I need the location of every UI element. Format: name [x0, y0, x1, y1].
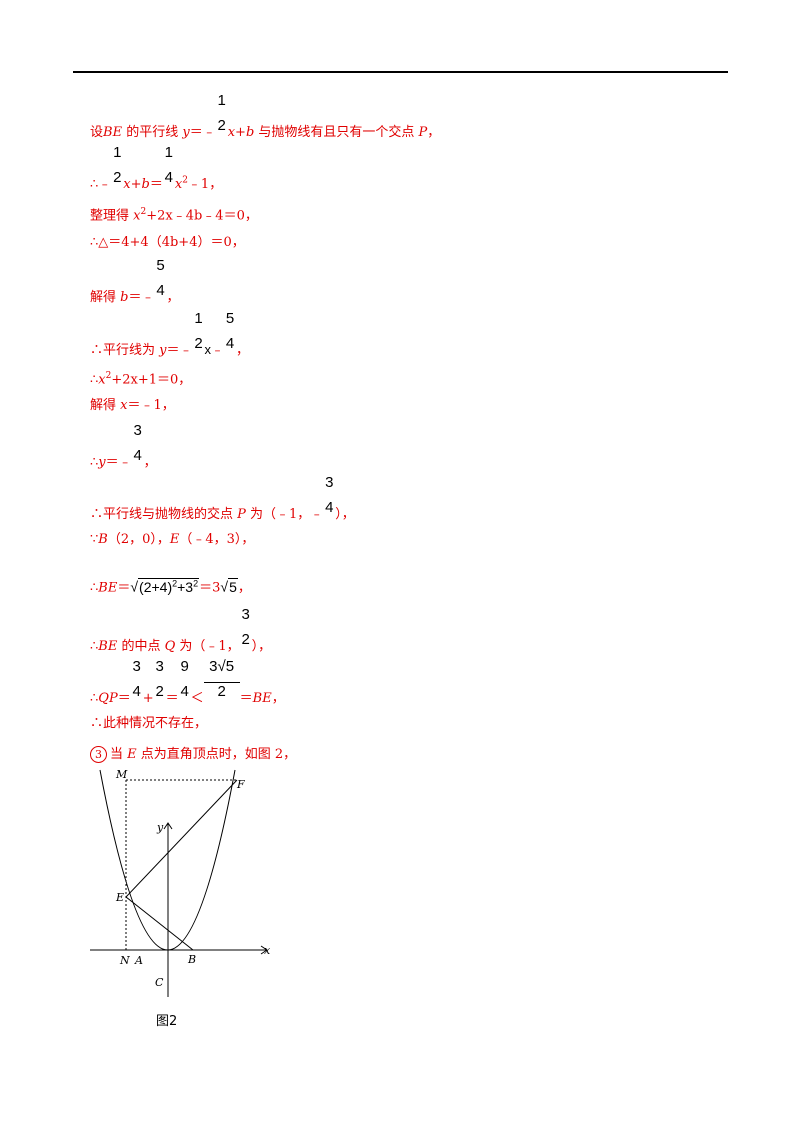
line-4: ∴△＝4+4（4b+4）＝0， [90, 235, 245, 250]
label-B: B [187, 953, 196, 966]
figure-caption: 图2 [156, 1014, 178, 1029]
label-y: y [156, 821, 164, 834]
line-8: 解得 x＝﹣1， [90, 398, 175, 413]
label-C: C [155, 976, 164, 989]
line-3: 整理得 x2+2x﹣4b﹣4＝0， [90, 207, 258, 224]
parabola-figure: M F y E x N A B C [90, 768, 271, 997]
header-rule [73, 71, 728, 73]
sqrt-5: √5 [220, 577, 238, 595]
label-E: E [115, 891, 124, 904]
y-axis-arrow [163, 822, 173, 830]
circled-number: 3 [90, 746, 107, 763]
segment-EF [125, 779, 238, 898]
label-x: x [264, 944, 271, 957]
line-15: ∴此种情况不存在， [90, 716, 208, 731]
line-12: ∴BE＝√(2+4)2+32＝3√5， [90, 577, 251, 596]
label-N: N [119, 954, 130, 967]
label-F: F [236, 778, 245, 791]
line-11: ∵B（2，0），E（﹣4，3）， [90, 532, 255, 547]
line-7: ∴x2+2x+1＝0， [90, 371, 192, 388]
x-axis-arrow [260, 945, 268, 955]
sqrt-expression: √(2+4)2+32 [130, 577, 200, 595]
label-M: M [115, 768, 128, 781]
label-A: A [134, 954, 143, 967]
parabola-curve [99, 769, 236, 951]
segment-EB [125, 896, 194, 951]
